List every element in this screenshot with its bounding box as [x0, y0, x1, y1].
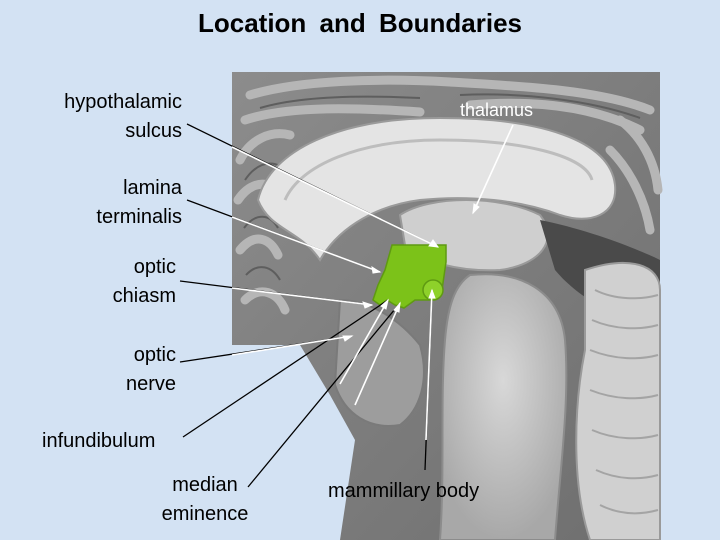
label-line: eminence [161, 503, 249, 525]
pointer-lines-on-image [231, 124, 514, 441]
label-line: nerve [125, 373, 176, 395]
label-optic-chiasm: optic chiasm [20, 253, 176, 311]
label-thalamus: thalamus [460, 100, 534, 120]
label-lamina-terminalis: lamina terminalis [20, 174, 182, 232]
label-mammillary-body: mammillary body [328, 480, 480, 502]
label-median-eminence: median eminence [130, 471, 280, 529]
mammillary-body-highlight [422, 279, 444, 301]
label-line: optic [133, 256, 176, 278]
label-line: lamina [123, 177, 182, 199]
label-line: sulcus [125, 120, 182, 142]
label-infundibulum: infundibulum [42, 430, 156, 452]
cerebellum [575, 262, 661, 540]
label-line: median [172, 474, 238, 496]
cortex-sulci [243, 93, 641, 281]
label-line: terminalis [96, 206, 182, 228]
pituitary-region [333, 298, 425, 427]
label-line: hypothalamic [64, 91, 182, 113]
label-line: optic [133, 344, 176, 366]
slide-title: Location and Boundaries [197, 8, 523, 38]
label-hypothalamic-sulcus: hypothalamic sulcus [20, 88, 182, 146]
label-optic-nerve: optic nerve [20, 341, 176, 399]
brainstem [438, 273, 568, 540]
label-line: chiasm [112, 285, 176, 307]
